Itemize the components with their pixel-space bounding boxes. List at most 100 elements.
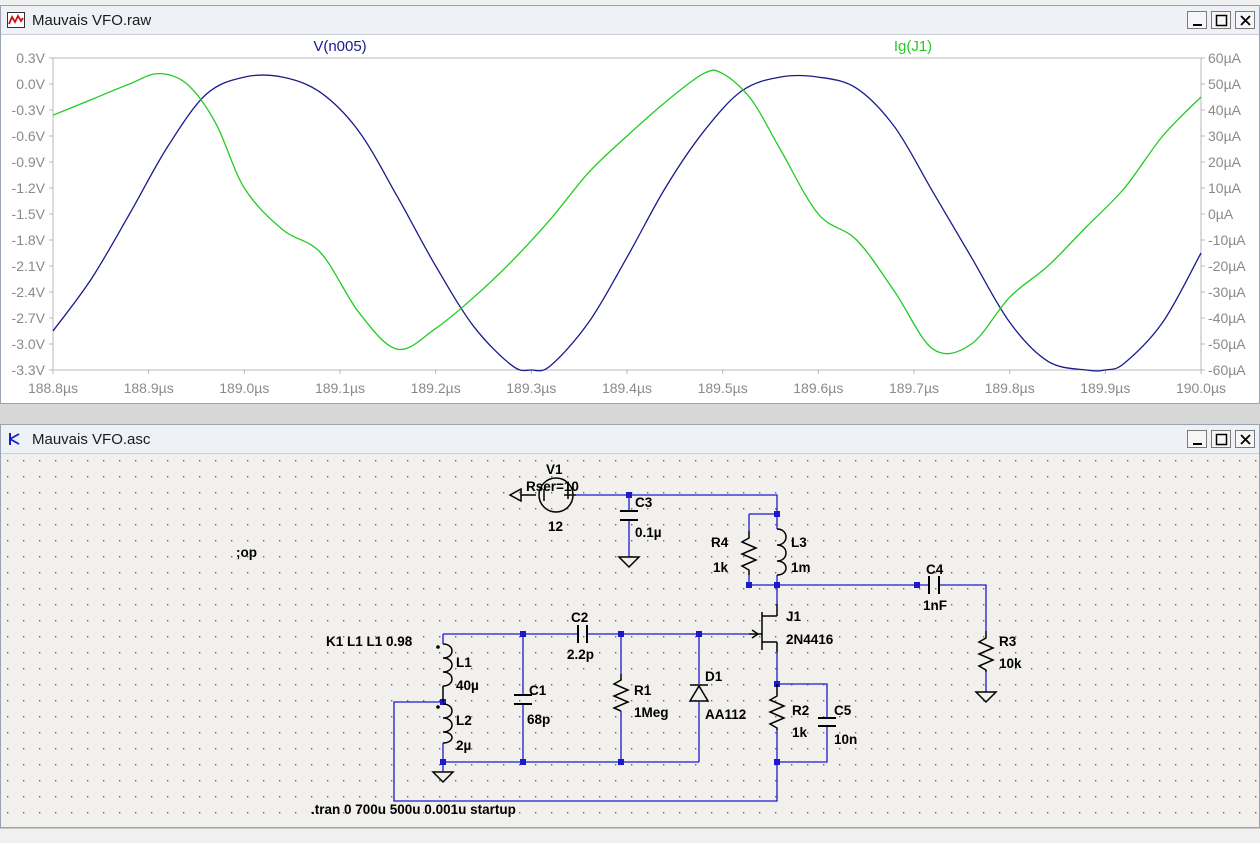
schematic-window-title: Mauvais VFO.asc (32, 431, 151, 448)
minimize-icon (1193, 24, 1202, 26)
schematic-window[interactable]: Mauvais VFO.asc (0, 424, 1260, 828)
y-right-tick-label: 50µA (1208, 76, 1242, 92)
y-left-tick-label: -1.5V (12, 206, 46, 222)
schematic-app-icon (9, 433, 20, 445)
x-tick-label: 189.8µs (985, 380, 1035, 396)
grid-dots (1, 454, 1259, 827)
waveform-titlebar[interactable]: Mauvais VFO.raw (1, 6, 1259, 35)
waveform-plot[interactable]: 0.3V0.0V-0.3V-0.6V-0.9V-1.2V-1.5V-1.8V-2… (1, 35, 1259, 403)
resistor-r2[interactable] (768, 684, 786, 730)
label-d1: D1 (705, 669, 723, 684)
y-right-tick-label: 60µA (1208, 50, 1242, 66)
label-l1: L1 (456, 655, 472, 670)
label-r4-value: 1k (713, 560, 729, 575)
label-v1-value: 12 (548, 519, 563, 534)
y-right-tick-label: -20µA (1208, 258, 1246, 274)
label-op: ;op (236, 545, 257, 560)
resistor-r4[interactable] (740, 531, 758, 575)
voltage-source-v1[interactable] (508, 477, 576, 513)
jfet-j1[interactable] (749, 604, 778, 652)
label-d1-value: AA112 (705, 707, 746, 722)
inductor-l3[interactable] (776, 528, 787, 576)
label-r2-value: 1k (792, 725, 808, 740)
diode-d1[interactable] (688, 684, 710, 702)
capacitor-c1[interactable] (514, 694, 532, 705)
y-left-tick-label: -2.7V (12, 310, 46, 326)
plot-frame (52, 57, 1202, 371)
label-l2-value: 2µ (456, 738, 471, 753)
x-tick-label: 189.9µs (1080, 380, 1130, 396)
label-l3-value: 1m (791, 560, 811, 575)
y-left-tick-label: -1.2V (12, 180, 46, 196)
y-left-tick-label: -0.3V (12, 102, 46, 118)
minimize-button[interactable] (1187, 430, 1207, 448)
label-c1-value: 68p (527, 712, 550, 727)
resistor-r3[interactable] (977, 631, 995, 672)
inductor-l2[interactable] (442, 703, 453, 744)
schematic-titlebar[interactable]: Mauvais VFO.asc (1, 425, 1259, 454)
maximize-button[interactable] (1211, 11, 1231, 29)
label-c3-value: 0.1µ (635, 525, 662, 540)
label-c4-value: 1nF (923, 598, 947, 613)
label-l3: L3 (791, 535, 807, 550)
maximize-button[interactable] (1211, 430, 1231, 448)
y-right-tick-label: -60µA (1208, 362, 1246, 378)
maximize-icon (1215, 433, 1228, 446)
y-left-tick-label: -3.3V (12, 362, 46, 378)
waveform-app-icon (7, 12, 25, 28)
close-button[interactable] (1235, 11, 1255, 29)
label-r3-value: 10k (999, 656, 1022, 671)
label-v1: V1 (546, 462, 563, 477)
label-r3: R3 (999, 634, 1017, 649)
label-r1: R1 (634, 683, 652, 698)
x-tick-label: 190.0µs (1176, 380, 1226, 396)
x-tick-label: 189.6µs (793, 380, 843, 396)
inductor-l1[interactable] (442, 643, 453, 687)
x-tick-label: 189.2µs (411, 380, 461, 396)
trace-line-ig-j1- (52, 69, 1202, 355)
resistor-r1[interactable] (612, 674, 630, 712)
label-c4: C4 (926, 562, 944, 577)
x-tick-label: 188.9µs (124, 380, 174, 396)
y-right-tick-label: 20µA (1208, 154, 1242, 170)
capacitor-c4[interactable] (928, 576, 940, 594)
capacitor-c5[interactable] (818, 717, 836, 727)
y-right-tick-label: -40µA (1208, 310, 1246, 326)
minimize-button[interactable] (1187, 11, 1207, 29)
maximize-icon (1215, 14, 1228, 27)
label-c3: C3 (635, 495, 653, 510)
waveform-window-title: Mauvais VFO.raw (32, 12, 152, 29)
trace-label-voltage: V(n005) (313, 38, 366, 55)
x-tick-label: 189.5µs (698, 380, 748, 396)
label-c5-value: 10n (834, 732, 857, 747)
y-left-tick-label: -1.8V (12, 232, 46, 248)
label-c2-value: 2.2p (567, 647, 594, 662)
y-left-tick-label: 0.3V (16, 50, 45, 66)
x-tick-label: 188.8µs (28, 380, 78, 396)
y-right-tick-label: -10µA (1208, 232, 1246, 248)
x-tick-label: 189.1µs (315, 380, 365, 396)
y-right-tick-label: -30µA (1208, 284, 1246, 300)
label-r2: R2 (792, 703, 809, 718)
pane-separator[interactable] (0, 404, 1260, 424)
inductor-dot (436, 645, 440, 649)
label-r4: R4 (711, 535, 729, 550)
close-button[interactable] (1235, 430, 1255, 448)
label-l2: L2 (456, 713, 472, 728)
y-left-tick-label: -0.6V (12, 128, 46, 144)
close-icon (1240, 434, 1251, 445)
capacitor-c2[interactable] (577, 625, 588, 643)
y-right-tick-label: 30µA (1208, 128, 1242, 144)
x-tick-label: 189.3µs (506, 380, 556, 396)
y-left-tick-label: -3.0V (12, 336, 46, 352)
schematic-drawing[interactable]: V1 Rser=10 12 C3 0.1µ ;op R4 1k L3 1m C4… (1, 454, 1259, 827)
x-tick-label: 189.4µs (602, 380, 652, 396)
capacitor-c3[interactable] (620, 510, 638, 521)
schematic-canvas[interactable]: V1 Rser=10 12 C3 0.1µ ;op R4 1k L3 1m C4… (1, 454, 1259, 827)
y-left-tick-label: -0.9V (12, 154, 46, 170)
close-icon (1240, 15, 1251, 26)
y-right-tick-label: 40µA (1208, 102, 1242, 118)
label-tran-directive: .tran 0 700u 500u 0.001u startup (311, 802, 516, 817)
